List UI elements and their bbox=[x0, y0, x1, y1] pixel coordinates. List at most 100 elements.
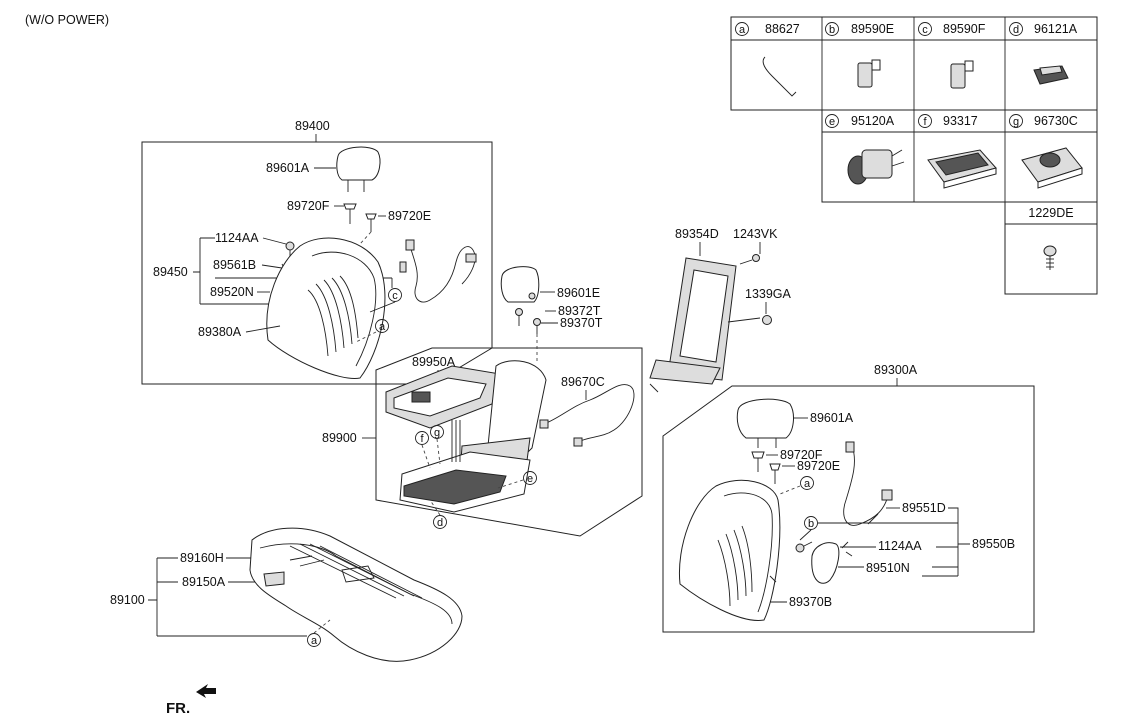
part-label: 89950A bbox=[412, 355, 456, 369]
guide-bolt bbox=[515, 308, 541, 334]
part-label: 89160H bbox=[180, 551, 224, 565]
screw bbox=[795, 541, 813, 553]
part-label: 89720E bbox=[388, 209, 431, 223]
svg-text:c: c bbox=[922, 24, 928, 36]
legend-cell-a: a 88627 bbox=[735, 22, 800, 97]
seat-frame bbox=[649, 257, 761, 393]
part-label: 89601A bbox=[810, 411, 854, 425]
part-label: 89670C bbox=[561, 375, 605, 389]
connector-icon bbox=[950, 60, 974, 89]
callout-e: e bbox=[527, 473, 533, 485]
storage-tray bbox=[385, 365, 501, 429]
legend-part-number: 89590F bbox=[943, 22, 986, 36]
legend-cell-b: b 89590E bbox=[825, 22, 894, 88]
svg-text:e: e bbox=[829, 116, 835, 128]
wire-harness bbox=[399, 239, 477, 303]
legend-table: a 88627 b 89590E c 89590F d 96121A bbox=[730, 16, 1098, 295]
part-label: 1124AA bbox=[878, 539, 922, 553]
headrest bbox=[736, 398, 794, 448]
callout-a: a bbox=[804, 478, 811, 490]
part-label: 89372T bbox=[558, 304, 601, 318]
group-label: 89300A bbox=[874, 363, 918, 377]
headrest bbox=[336, 146, 381, 192]
headrest-guide bbox=[751, 451, 781, 484]
legend-part-number: 88627 bbox=[765, 22, 800, 36]
legend-part-number: 95120A bbox=[851, 114, 895, 128]
part-label: 89380A bbox=[198, 325, 242, 339]
legend-cell-f: f 93317 bbox=[918, 114, 997, 189]
variant-note: (W/O POWER) bbox=[25, 13, 109, 27]
callout-a: a bbox=[379, 321, 386, 333]
group-label: 89450 bbox=[153, 265, 188, 279]
part-label: 89150A bbox=[182, 575, 226, 589]
wire-harness bbox=[543, 384, 635, 443]
svg-text:FR.: FR. bbox=[166, 700, 190, 717]
legend-cell-c: c 89590F bbox=[918, 22, 986, 89]
group-89900: 89900 89601E 89372T 89370T 89950A bbox=[322, 266, 643, 537]
screw bbox=[285, 241, 295, 258]
group-89100: 89100 89160H 89150A a bbox=[110, 527, 463, 662]
legend-cell-d: d 96121A bbox=[1009, 22, 1078, 85]
legend-part-number: 96121A bbox=[1034, 22, 1078, 36]
legend-cell-1229DE: 1229DE bbox=[1028, 206, 1074, 270]
callout-b: b bbox=[808, 518, 814, 530]
callout-f: f bbox=[420, 433, 424, 445]
switch-icon bbox=[1033, 65, 1069, 85]
headrest-guide bbox=[343, 203, 357, 224]
front-direction-marker: FR. bbox=[166, 684, 216, 717]
svg-text:b: b bbox=[829, 24, 835, 36]
part-label: 89510N bbox=[866, 561, 910, 575]
wire-clip-icon bbox=[762, 56, 797, 97]
group-89300A: 89300A 89601A 89720F 89720E a bbox=[662, 363, 1035, 633]
bolt bbox=[739, 254, 760, 265]
svg-text:f: f bbox=[923, 116, 927, 128]
part-label: 89720F bbox=[287, 199, 330, 213]
group-label: 89100 bbox=[110, 593, 145, 607]
side-trim bbox=[811, 542, 840, 584]
connector-icon bbox=[857, 59, 881, 88]
group-label: 89900 bbox=[322, 431, 357, 445]
usb-charger-icon bbox=[847, 149, 905, 185]
group-label: 89400 bbox=[295, 119, 330, 133]
part-label: 89370T bbox=[560, 316, 603, 330]
screw-icon bbox=[1043, 245, 1057, 270]
callout-c: c bbox=[392, 290, 398, 302]
callout-d: d bbox=[437, 517, 443, 529]
part-label: 89520N bbox=[210, 285, 254, 299]
group-89400: 89400 89601A 89720F 89720E 1124A bbox=[141, 119, 493, 385]
arrow-icon bbox=[196, 684, 216, 698]
controller-knob-icon bbox=[1021, 147, 1083, 189]
part-label: 89601E bbox=[557, 286, 600, 300]
part-label: 89370B bbox=[789, 595, 832, 609]
legend-part-number: 96730C bbox=[1034, 114, 1078, 128]
callout-a: a bbox=[311, 635, 318, 647]
group-89354D: 89354D 1243VK 1339GA bbox=[649, 227, 792, 393]
part-label: 89561B bbox=[213, 258, 256, 272]
headrest-guide bbox=[365, 213, 377, 232]
part-label: 89720F bbox=[780, 448, 823, 462]
part-label: 1243VK bbox=[733, 227, 778, 241]
trim-clip bbox=[841, 541, 853, 557]
headrest bbox=[500, 266, 540, 303]
part-label: 89601A bbox=[266, 161, 310, 175]
seatback-right bbox=[678, 479, 781, 621]
group-label: 89550B bbox=[972, 537, 1015, 551]
svg-text:a: a bbox=[739, 24, 746, 36]
part-label: 89720E bbox=[797, 459, 840, 473]
part-label: 1124AA bbox=[215, 231, 259, 245]
part-label: 89551D bbox=[902, 501, 946, 515]
callout-g: g bbox=[434, 427, 440, 439]
legend-cell-g: g 96730C bbox=[1009, 114, 1083, 189]
legend-part-number: 93317 bbox=[943, 114, 978, 128]
legend-part-number: 1229DE bbox=[1028, 206, 1073, 220]
seatback-left bbox=[266, 237, 386, 379]
seat-cushion bbox=[249, 527, 463, 662]
control-panel-icon bbox=[927, 149, 997, 189]
armrest-body bbox=[399, 360, 547, 513]
part-label: 1339GA bbox=[745, 287, 792, 301]
part-label: 89354D bbox=[675, 227, 719, 241]
svg-text:d: d bbox=[1013, 24, 1019, 36]
legend-part-number: 89590E bbox=[851, 22, 894, 36]
svg-text:g: g bbox=[1013, 116, 1019, 128]
